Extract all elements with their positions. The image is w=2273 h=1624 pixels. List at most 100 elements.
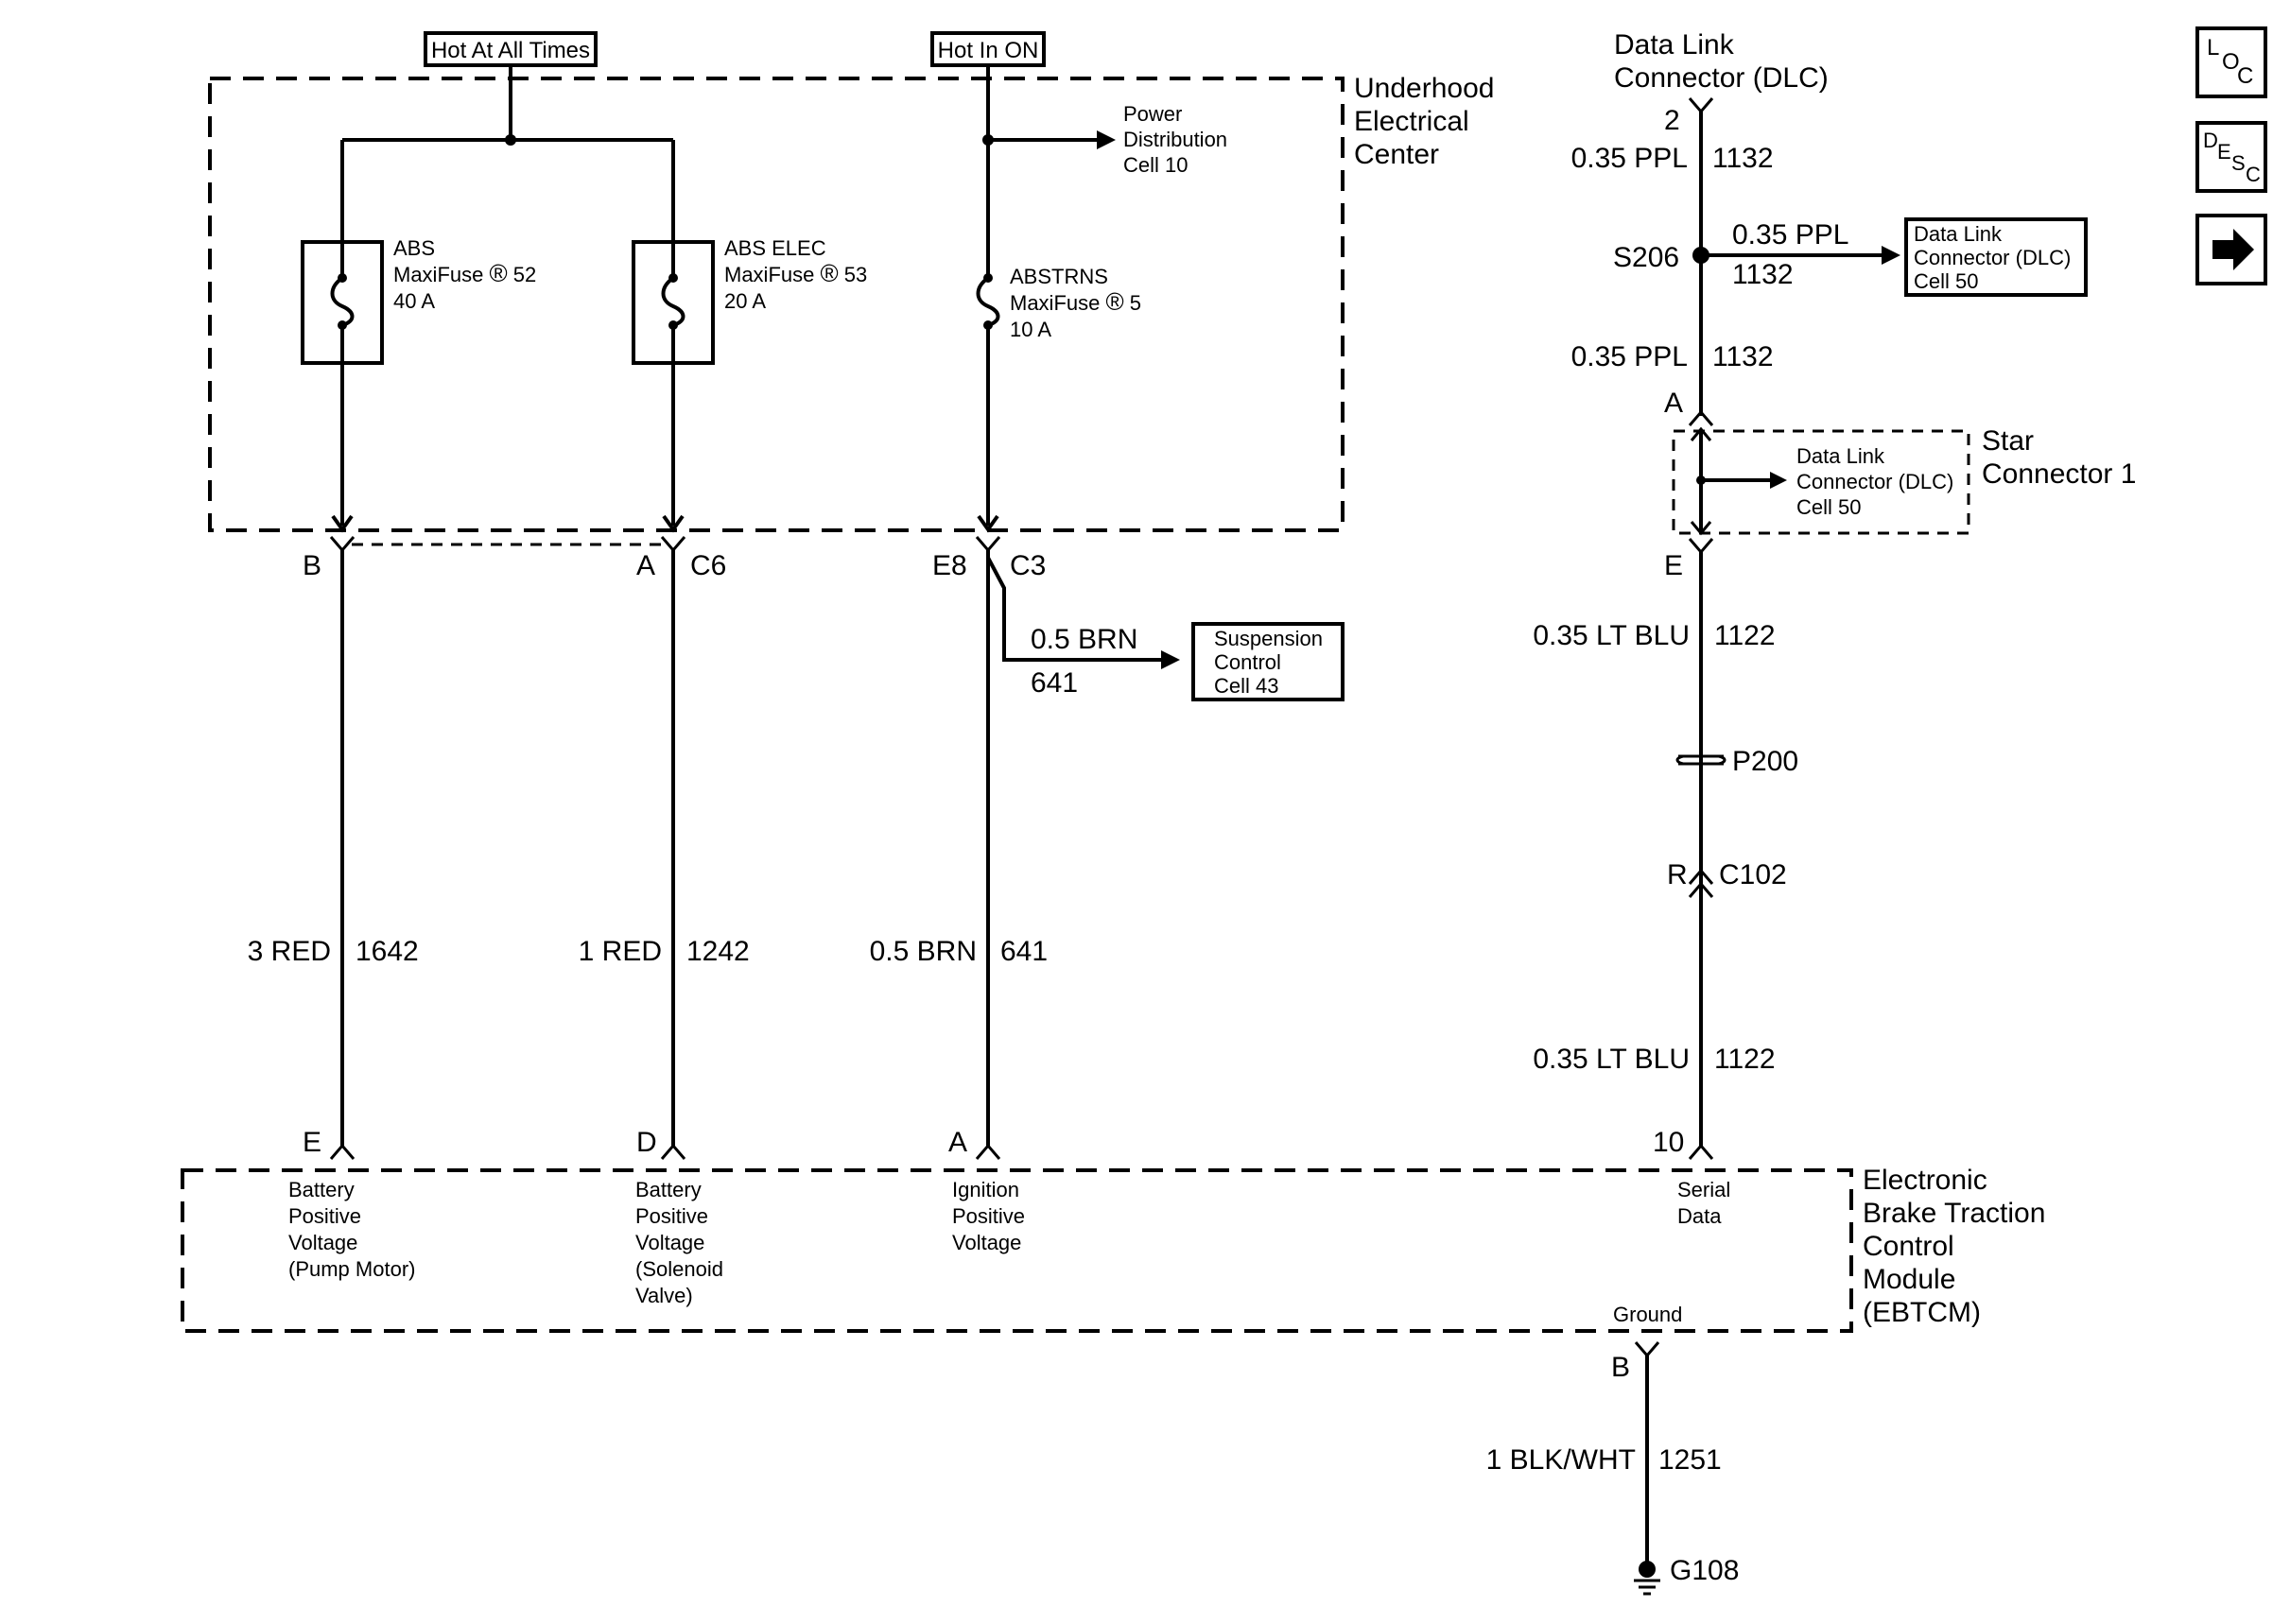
ebtcm-label-2: Brake Traction xyxy=(1863,1198,2045,1229)
ebtcm-pin-a-desc-2: Positive xyxy=(952,1204,1025,1228)
ebtcm-pin-a: A xyxy=(948,1127,967,1158)
fuse-52-type: MaxiFuse ® 52 xyxy=(393,259,536,287)
power-distribution-arrow xyxy=(1097,130,1116,149)
suspension-control-ref-box xyxy=(1191,622,1345,701)
bus-junction xyxy=(505,134,516,146)
fuse-52-name: ABS xyxy=(393,236,435,260)
loc-icon[interactable]: L O C xyxy=(2195,26,2267,98)
wire-641-circuit: 641 xyxy=(1000,936,1048,967)
wire-1251-circuit: 1251 xyxy=(1658,1444,1722,1476)
suspension-ref-3: Cell 43 xyxy=(1214,674,1278,698)
fuse-53-element xyxy=(661,276,685,327)
connector-c3: C3 xyxy=(1010,550,1046,581)
wire-1132-b-gauge: 0.35 PPL xyxy=(1571,341,1688,372)
fuse-52-rating: 40 A xyxy=(393,289,435,313)
ebtcm-pin-e-desc-4: (Pump Motor) xyxy=(288,1257,415,1281)
wire-1132-b-circuit: 1132 xyxy=(1712,341,1774,372)
dlc-label-2: Connector (DLC) xyxy=(1614,62,1829,94)
suspension-ref-2: Control xyxy=(1214,650,1281,674)
wire-1122-a-gauge: 0.35 LT BLU xyxy=(1533,620,1690,651)
ebtcm-pin-d-desc-4: (Solenoid xyxy=(635,1257,723,1281)
wire-641-branch-gauge: 0.5 BRN xyxy=(1031,624,1137,655)
wire-1132-a-gauge: 0.35 PPL xyxy=(1571,143,1688,174)
svg-text:L: L xyxy=(2207,35,2219,60)
ebtcm-pin-d-desc-5: Valve) xyxy=(635,1284,693,1307)
fuse-5-element xyxy=(976,276,1000,327)
c6-pin-a: A xyxy=(636,550,655,581)
ebtcm-label-5: (EBTCM) xyxy=(1863,1297,1981,1328)
star-ref-1: Data Link xyxy=(1796,444,1885,468)
suspension-ref-1: Suspension xyxy=(1214,627,1323,650)
star-ref-3: Cell 50 xyxy=(1796,495,1861,519)
ebtcm-label-1: Electronic xyxy=(1863,1165,1987,1196)
wire-641-gauge: 0.5 BRN xyxy=(870,936,977,967)
fuse-53-name: ABS ELEC xyxy=(724,236,826,260)
ebtcm-label-4: Module xyxy=(1863,1264,1955,1295)
fuse-53-rating: 20 A xyxy=(724,289,766,313)
ebtcm-pin-d-desc-1: Battery xyxy=(635,1178,702,1201)
svg-text:C: C xyxy=(2237,63,2253,89)
wire-1132-branch-gauge: 0.35 PPL xyxy=(1732,219,1848,251)
star-ref-2: Connector (DLC) xyxy=(1796,470,1953,493)
star-label-1: Star xyxy=(1982,425,2034,457)
fuse-53-type: MaxiFuse ® 53 xyxy=(724,259,867,287)
svg-text:E: E xyxy=(2217,140,2231,164)
battery-feed-bus xyxy=(342,65,673,142)
ebtcm-pin-10-desc-2: Data xyxy=(1677,1204,1722,1228)
c6-pin-b: B xyxy=(303,550,321,581)
ebtcm-pin-b: B xyxy=(1611,1352,1630,1383)
hot-in-on-label: Hot In ON xyxy=(938,38,1039,63)
wire-1122-b-circuit: 1122 xyxy=(1714,1044,1776,1075)
connector-c102: C102 xyxy=(1719,859,1787,890)
ebtcm-pin-a-desc-3: Voltage xyxy=(952,1231,1021,1254)
svg-text:S: S xyxy=(2231,151,2246,175)
wire-1242-gauge: 1 RED xyxy=(579,936,662,967)
splice-s206-label: S206 xyxy=(1613,242,1679,273)
desc-icon[interactable]: D E S C xyxy=(2195,121,2267,193)
svg-text:D: D xyxy=(2203,129,2218,152)
ebtcm-pin-e-desc-1: Battery xyxy=(288,1178,355,1201)
next-arrow-icon[interactable] xyxy=(2195,214,2267,285)
fuse-5-type: MaxiFuse ® 5 xyxy=(1010,287,1141,316)
star-pin-a: A xyxy=(1664,388,1683,419)
wire-1642-circuit: 1642 xyxy=(356,936,419,967)
svg-text:O: O xyxy=(2222,49,2240,75)
c3-pin-e8: E8 xyxy=(932,550,967,581)
ebtcm-pin-d: D xyxy=(636,1127,657,1158)
power-dist-label-3: Cell 10 xyxy=(1123,153,1188,177)
ebtcm-pin-10: 10 xyxy=(1653,1127,1684,1158)
wire-1642-gauge: 3 RED xyxy=(248,936,331,967)
wire-641-branch xyxy=(986,557,1161,662)
underhood-electrical-center-box xyxy=(208,77,1345,532)
uec-label-3: Center xyxy=(1354,139,1439,170)
p200-icon xyxy=(1678,754,1724,766)
wire-1242-circuit: 1242 xyxy=(686,936,750,967)
wire-1122-a-circuit: 1122 xyxy=(1714,620,1776,651)
ebtcm-pin-e: E xyxy=(303,1127,321,1158)
ebtcm-module-box xyxy=(181,1168,1853,1333)
dlc-ref-1: Data Link xyxy=(1914,222,2003,246)
svg-text:C: C xyxy=(2246,163,2261,186)
dlc-ref-2: Connector (DLC) xyxy=(1914,246,2071,269)
wire-1122-b-gauge: 0.35 LT BLU xyxy=(1533,1044,1690,1075)
wire-1132-branch-circuit: 1132 xyxy=(1732,259,1794,290)
ground-g108: G108 xyxy=(1670,1555,1739,1586)
ebtcm-ground-label: Ground xyxy=(1613,1303,1682,1326)
p200-label: P200 xyxy=(1732,746,1798,777)
ebtcm-label-3: Control xyxy=(1863,1231,1954,1262)
power-dist-label-2: Distribution xyxy=(1123,128,1227,151)
hot-at-all-times-label: Hot At All Times xyxy=(431,38,590,63)
star-pin-e: E xyxy=(1664,550,1683,581)
dlc-ref-box xyxy=(1904,217,2088,297)
fuse-52-element xyxy=(330,276,355,327)
fuse-5-rating: 10 A xyxy=(1010,318,1051,341)
ebtcm-pin-a-desc-1: Ignition xyxy=(952,1178,1019,1201)
c102-pin-r: R xyxy=(1667,859,1688,890)
ebtcm-pin-e-desc-3: Voltage xyxy=(288,1231,357,1254)
uec-label-2: Electrical xyxy=(1354,106,1469,137)
star-label-2: Connector 1 xyxy=(1982,458,2136,490)
connector-c6: C6 xyxy=(690,550,726,581)
dlc-label-1: Data Link xyxy=(1614,29,1735,60)
ground-icon xyxy=(1639,1561,1656,1578)
ebtcm-pin-e-desc-2: Positive xyxy=(288,1204,361,1228)
